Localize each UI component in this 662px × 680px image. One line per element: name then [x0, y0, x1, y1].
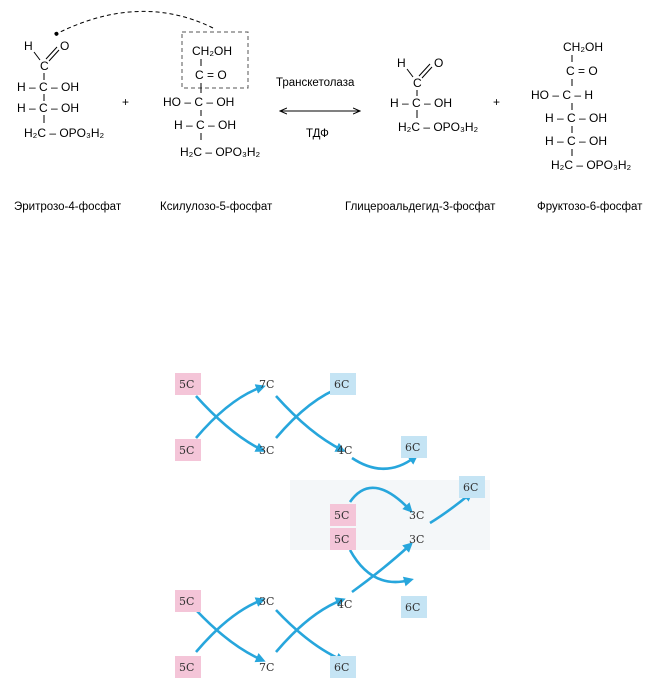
node-c7a: 7C	[259, 378, 274, 391]
erythrose-c1-h: H	[24, 39, 33, 53]
node-label: 4C	[337, 444, 352, 457]
carbon-scheme: 5C 5C 7C 3C 6C 4C 6C 5C 3C 6C 5C 3C 6C 5…	[175, 373, 490, 678]
node-label: 3C	[259, 595, 274, 608]
node-in5: 5C	[175, 590, 201, 612]
node-label: 5C	[179, 595, 194, 608]
fructose-structure: CH₂OH C = O HO – C – H H – C – OH H – C …	[531, 40, 632, 172]
g3p-c1-h: H	[397, 56, 406, 70]
output-box	[330, 656, 356, 678]
node-label: 6C	[334, 378, 349, 391]
scheme-arrow	[195, 384, 266, 439]
node-label: 6C	[405, 441, 420, 454]
g3p-row3: H₂C – OPO₃H₂	[398, 120, 479, 134]
node-label: 6C	[334, 661, 349, 674]
xylulose-row1: CH₂OH	[192, 44, 232, 58]
node-c3a: 3C	[259, 444, 274, 457]
input-box	[330, 528, 356, 550]
g3p-structure: H O C H – C – OH H₂C – OPO₃H₂	[390, 56, 479, 134]
node-label: 5C	[179, 661, 194, 674]
node-in6: 5C	[175, 656, 201, 678]
erythrose-c1-o: O	[60, 39, 69, 53]
node-label: 5C	[179, 378, 194, 391]
node-label: 7C	[259, 378, 274, 391]
output-box	[459, 476, 485, 498]
scheme-arrow	[351, 454, 419, 470]
g3p-row2: H – C – OH	[390, 96, 452, 110]
input-box	[175, 439, 201, 461]
node-c3b: 3C	[409, 509, 424, 522]
node-c4b: 4C	[337, 598, 352, 611]
scheme-arrow	[275, 609, 346, 663]
node-label: 6C	[405, 601, 420, 614]
erythrose-name: Эритрозо-4-фосфат	[14, 201, 122, 213]
xylulose-row5: H₂C – OPO₃H₂	[180, 145, 261, 159]
node-in3: 5C	[330, 504, 356, 526]
erythrose-row4: H₂C – OPO₃H₂	[24, 126, 105, 140]
fructose-row6: H₂C – OPO₃H₂	[551, 158, 632, 172]
input-box	[175, 373, 201, 395]
node-out1: 6C	[330, 373, 356, 395]
fructose-row1: CH₂OH	[563, 40, 603, 54]
node-label: 6C	[463, 481, 478, 494]
node-out5: 6C	[330, 656, 356, 678]
fructose-row5: H – C – OH	[545, 134, 607, 148]
plus-sign-2: +	[493, 95, 500, 109]
scheme-arrow	[195, 395, 266, 452]
node-label: 4C	[337, 598, 352, 611]
xylulose-name: Ксилулозо-5-фосфат	[160, 201, 273, 213]
output-box	[330, 373, 356, 395]
fructose-row3: HO – C – H	[531, 88, 593, 102]
fructose-name: Фруктозо-6-фосфат	[537, 201, 643, 213]
scheme-arrow	[275, 395, 346, 452]
xylulose-row3: HO – C – OH	[163, 95, 234, 109]
node-label: 5C	[179, 444, 194, 457]
node-label: 7C	[259, 661, 274, 674]
xylulose-row2: C = O	[195, 68, 227, 82]
scheme-shade	[290, 480, 490, 550]
output-box	[401, 596, 427, 618]
output-box	[401, 436, 427, 458]
scheme-arrow	[195, 597, 266, 653]
scheme-arrow	[351, 542, 413, 594]
node-label: 3C	[409, 509, 424, 522]
transferred-group-box	[181, 31, 249, 89]
node-label: 3C	[259, 444, 274, 457]
transfer-arrow	[54, 10, 214, 36]
scheme-arrow	[195, 609, 266, 663]
node-out2: 6C	[401, 436, 427, 458]
scheme-arrow	[348, 549, 414, 587]
node-label: 5C	[334, 509, 349, 522]
erythrose-row2: H – C – OH	[17, 80, 79, 94]
node-c7b: 7C	[259, 661, 274, 674]
node-label: 3C	[409, 533, 424, 546]
scheme-arrow	[275, 597, 346, 653]
plus-sign-1: +	[122, 95, 129, 109]
node-out3: 6C	[459, 476, 485, 498]
input-box	[175, 656, 201, 678]
node-out4: 6C	[401, 596, 427, 618]
input-box	[330, 504, 356, 526]
erythrose-row3: H – C – OH	[17, 101, 79, 115]
fructose-row4: H – C – OH	[545, 111, 607, 125]
g3p-name: Глицероальдегид-3-фосфат	[345, 201, 496, 213]
xylulose-structure: CH₂OH C = O HO – C – OH H – C – OH H₂C –…	[163, 31, 261, 159]
scheme-arrow	[348, 486, 413, 513]
node-c3d: 3C	[259, 595, 274, 608]
node-c4a: 4C	[337, 444, 352, 457]
erythrose-c1: C	[40, 59, 49, 73]
node-c3c: 3C	[409, 533, 424, 546]
erythrose-structure: H O C H – C – OH H – C – OH H₂C – OPO₃H₂	[17, 39, 105, 140]
enzyme-label: Транскетолаза	[276, 77, 355, 89]
g3p-c1: C	[413, 76, 422, 90]
xylulose-row4: H – C – OH	[174, 118, 236, 132]
fructose-row2: C = O	[566, 64, 598, 78]
cofactor-label: ТДФ	[306, 128, 329, 140]
node-label: 5C	[334, 533, 349, 546]
g3p-c1-o: O	[434, 56, 443, 70]
node-in4: 5C	[330, 528, 356, 550]
node-in2: 5C	[175, 439, 201, 461]
node-in1: 5C	[175, 373, 201, 395]
input-box	[175, 590, 201, 612]
